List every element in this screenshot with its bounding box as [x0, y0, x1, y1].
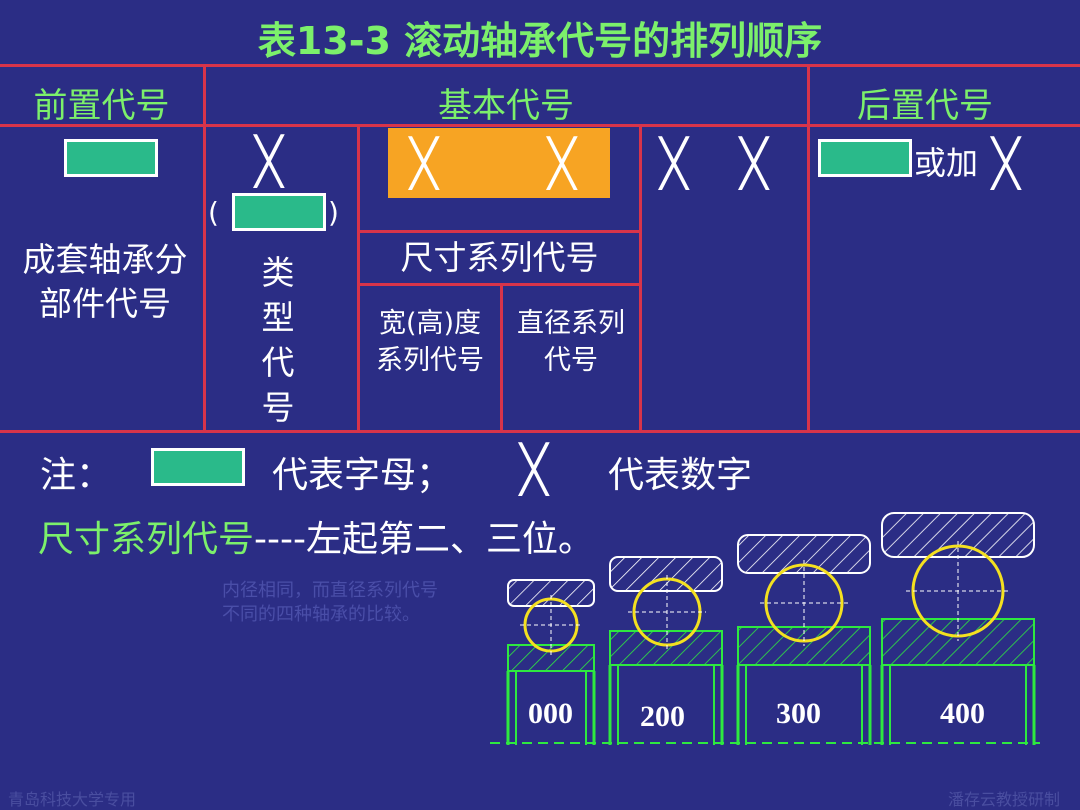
letter-box — [64, 139, 158, 177]
col-line-4 — [639, 124, 642, 432]
bearing-300 — [736, 534, 872, 745]
dia-series-line1: 直径系列 — [517, 308, 625, 339]
table-bottom-line — [0, 430, 1080, 433]
bearing-label-400: 400 — [940, 697, 985, 730]
prefix-desc-line2: 部件代号 — [39, 284, 171, 323]
suffix-or-add: 或加 — [914, 144, 979, 182]
paren-close: ) — [328, 196, 339, 229]
type-char: 型 — [261, 298, 295, 337]
size-series-label: 尺寸系列代号 — [400, 238, 599, 277]
col-line-1 — [203, 64, 206, 432]
type-char: 代 — [261, 343, 295, 382]
type-char: 类 — [261, 253, 295, 292]
width-series-line2: 系列代号 — [376, 345, 484, 376]
digit-x-icon: ╳ — [992, 136, 1020, 190]
size-row-line — [358, 283, 640, 286]
digit-x-icon: ╳ — [255, 134, 283, 188]
faint-caption-line2: 不同的四种轴承的比较。 — [222, 604, 420, 625]
bearing-000 — [506, 579, 596, 745]
footer-left: 青岛科技大学专用 — [8, 790, 137, 809]
bearing-label-200: 200 — [640, 700, 685, 733]
digit-x-icon: ╳ — [548, 136, 576, 190]
bearing-200 — [608, 556, 724, 745]
legend-letter-box — [151, 448, 245, 486]
letter-box — [232, 193, 326, 231]
bearing-400 — [880, 512, 1036, 745]
letter-box — [818, 139, 912, 177]
size-note-rest: ----左起第二、三位。 — [254, 519, 594, 560]
col-line-3 — [500, 283, 503, 432]
header-suffix: 后置代号 — [857, 86, 993, 126]
width-series-line1: 宽(高)度 — [378, 308, 482, 339]
header-basic: 基本代号 — [438, 86, 574, 126]
bearing-comparison-diagram — [490, 512, 1040, 745]
size-note-highlight: 尺寸系列代号 — [38, 519, 255, 560]
header-prefix: 前置代号 — [33, 86, 170, 126]
faint-caption-line1: 内径相同，而直径系列代号 — [222, 580, 438, 601]
bearing-label-000: 000 — [528, 697, 573, 730]
col-line-2 — [357, 124, 360, 432]
page-title: 表13-3 滚动轴承代号的排列顺序 — [257, 19, 823, 63]
size-series-highlight — [388, 128, 610, 198]
type-char: 号 — [261, 388, 295, 427]
table-header-line — [0, 124, 1080, 127]
dia-series-line2: 代号 — [544, 345, 598, 376]
prefix-desc-line1: 成套轴承分 — [22, 240, 188, 279]
note-label: 注： — [40, 455, 113, 496]
digit-x-icon: ╳ — [410, 136, 438, 190]
size-note: 尺寸系列代号----左起第二、三位。 — [38, 510, 594, 562]
digit-x-icon: ╳ — [660, 136, 688, 190]
orange-row-line — [358, 230, 640, 233]
table-top-line — [0, 64, 1080, 67]
digit-x-icon: ╳ — [740, 136, 768, 190]
note-letter-text: 代表字母； — [272, 455, 453, 496]
bearing-label-300: 300 — [776, 697, 821, 730]
footer-right: 潘存云教授研制 — [948, 790, 1061, 809]
note-digit-text: 代表数字 — [608, 455, 753, 496]
paren-open: ( — [208, 196, 219, 229]
legend-x-icon: ╳ — [520, 442, 548, 496]
col-line-5 — [807, 64, 810, 432]
